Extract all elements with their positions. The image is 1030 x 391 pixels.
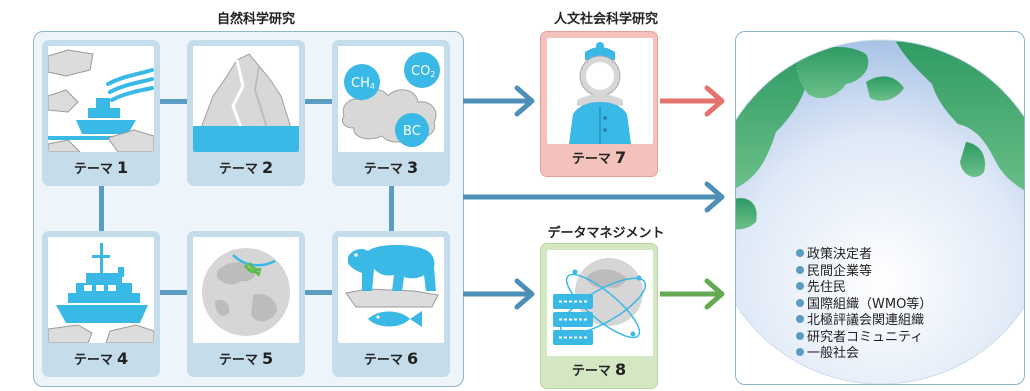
stakeholder-item: 先住民: [796, 280, 932, 297]
connector-3-6: [389, 185, 394, 235]
bullet-icon: [796, 315, 804, 323]
bullet-icon: [796, 265, 804, 274]
icebreaker-icon: [48, 237, 154, 343]
bullet-icon: [796, 298, 804, 307]
arrow-natural-to-data: [463, 278, 535, 310]
arrow-natural-to-humanities: [463, 85, 535, 117]
ch4-label: CH4: [351, 76, 375, 91]
connector-1-4: [99, 185, 104, 235]
co2-label: CO2: [411, 64, 435, 79]
bullet-icon: [796, 282, 804, 290]
connector-2-3: [302, 99, 336, 104]
connector-1-2: [157, 99, 191, 104]
natural-science-title: 自然科学研究: [216, 12, 295, 27]
bullet-icon: [796, 348, 804, 356]
bc-label: BC: [403, 124, 421, 139]
arrow-humanities-to-society: [660, 85, 725, 117]
bullet-icon: [796, 331, 804, 340]
arrow-natural-to-society: [463, 181, 725, 213]
stakeholder-item: 政策決定者: [796, 247, 932, 264]
stakeholder-item: 一般社会: [796, 346, 932, 363]
stakeholder-item: 北極評議会関連組織: [796, 313, 932, 330]
arctic-person-icon: [547, 38, 653, 144]
stakeholder-item: 民間企業等: [796, 264, 932, 281]
stakeholder-list: 政策決定者 民間企業等 先住民 国際組織（WMO等） 北極評議会関連組織 研究者…: [796, 247, 932, 363]
arrow-data-to-society: [660, 278, 725, 310]
society-panel: 政策決定者 民間企業等 先住民 国際組織（WMO等） 北極評議会関連組織 研究者…: [735, 31, 1025, 385]
humanities-title: 人文社会科学研究: [553, 12, 658, 27]
connector-4-5: [157, 290, 191, 295]
globe-route-icon: [193, 237, 299, 343]
polar-bear-fish-icon: [338, 237, 444, 343]
earth-globe-icon: [736, 39, 1024, 384]
gas-clouds-icon: CH4 CO2 BC: [338, 46, 444, 152]
stakeholder-item: 国際組織（WMO等）: [796, 297, 932, 314]
data-management-title: データマネジメント: [547, 226, 665, 241]
ship-ice-icon: [48, 46, 154, 152]
data-globe-server-icon: [547, 250, 653, 356]
connector-5-6: [302, 290, 336, 295]
bullet-icon: [796, 249, 804, 257]
stakeholder-item: 研究者コミュニティ: [796, 330, 932, 347]
iceberg-icon: [193, 46, 299, 152]
